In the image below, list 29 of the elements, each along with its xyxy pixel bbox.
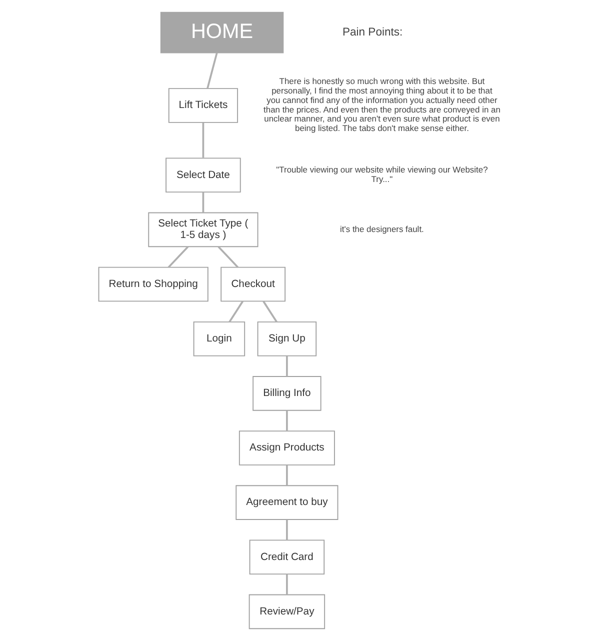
node-box: Assign Products <box>238 430 335 466</box>
connector <box>206 52 218 89</box>
label: There is honestly so much wrong with this website. But personally, I find the most annoying thing about it to be that you cannot find any of the information you actually need other than the prices. And even then the products are conveyed in an unclear manner, and you aren't even sure what product is even being listed. The tabs don't make sense either. <box>264 76 500 134</box>
connector <box>228 300 244 322</box>
connector <box>286 356 288 376</box>
node-box: HOME <box>160 12 284 54</box>
label: Pain Points: <box>342 26 403 38</box>
label: "Trouble viewing our website while viewing our Website? Try..." <box>276 164 488 184</box>
node-box: Lift Tickets <box>168 88 238 123</box>
connector <box>168 246 189 268</box>
node-box: Review/Pay <box>248 594 326 630</box>
connector <box>286 465 288 486</box>
node-box: Select Ticket Type ( 1-5 days ) <box>148 212 258 248</box>
node-box: Credit Card <box>249 540 325 575</box>
connector <box>202 192 204 213</box>
connector <box>262 300 278 322</box>
node-box: Select Date <box>166 158 241 193</box>
connector <box>286 410 288 432</box>
node-box: Return to Shopping <box>98 266 208 302</box>
connector <box>218 246 239 268</box>
node-box: Agreement to buy <box>236 485 338 520</box>
node-box: Billing Info <box>252 376 322 411</box>
connector <box>286 574 288 595</box>
node-box: Login <box>193 321 246 356</box>
label: it's the designers fault. <box>340 224 424 234</box>
connector <box>202 122 204 158</box>
node-box: Checkout <box>220 266 286 302</box>
connector <box>286 520 288 540</box>
node-box: Sign Up <box>257 321 317 356</box>
